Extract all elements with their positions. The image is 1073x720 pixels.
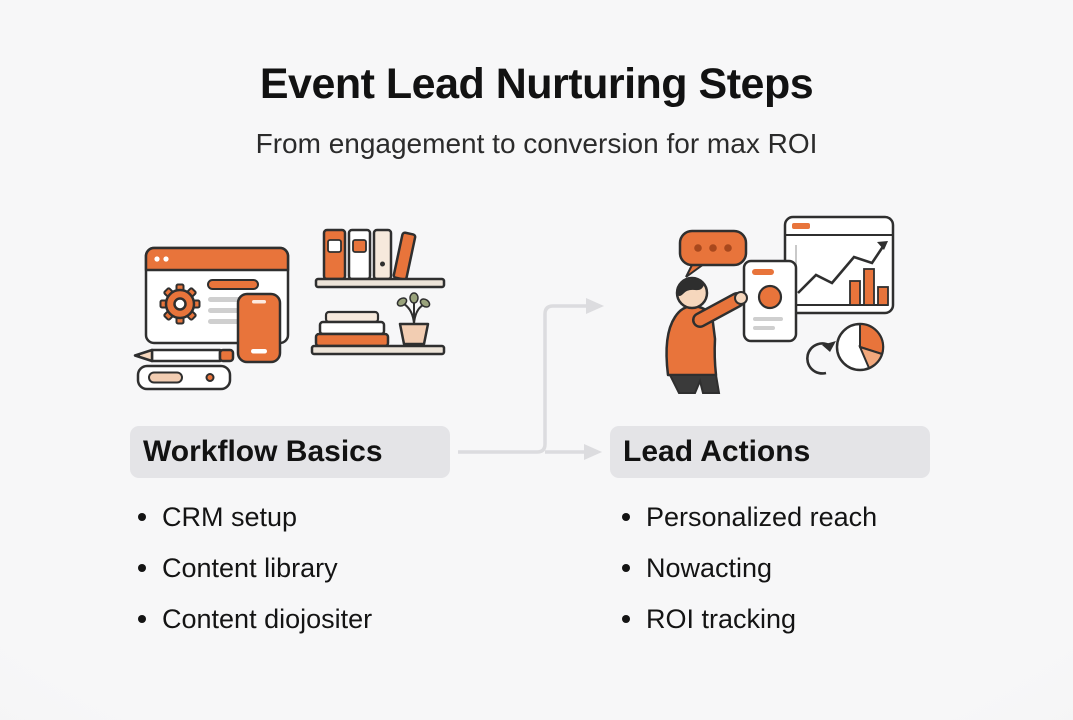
arrow-to-lead-actions: [545, 444, 602, 460]
plant-icon: [396, 292, 431, 346]
bullet-dot: [138, 564, 146, 572]
list-item: Content library: [138, 548, 372, 588]
bullet-dot: [622, 564, 630, 572]
person-figure: [665, 276, 748, 394]
page-title: Event Lead Nurturing Steps: [259, 60, 814, 108]
flow-arrow: [458, 298, 604, 460]
workflow-basics-list: CRM setup Content library Content diojos…: [138, 497, 372, 650]
bullet-dot: [622, 615, 630, 623]
pie-chart-icon: [835, 322, 885, 372]
list-item: Personalized reach: [622, 497, 877, 537]
badge-lead-actions: Lead Actions: [610, 426, 930, 478]
list-item: Nowacting: [622, 548, 877, 588]
smartphone-icon: [236, 292, 282, 364]
bullet-dot: [138, 615, 146, 623]
list-item-label: Content diojositer: [162, 603, 373, 634]
badge-workflow-basics: Workflow Basics: [130, 426, 450, 478]
list-item: CRM setup: [138, 497, 372, 537]
analytics-illustration: [665, 215, 895, 394]
chart-window-icon: [783, 215, 895, 315]
list-item: Content diojositer: [138, 599, 372, 639]
speech-bubble-icon: [678, 229, 748, 278]
list-item-label: Nowacting: [646, 552, 773, 583]
list-item-label: CRM setup: [162, 501, 298, 532]
list-item-label: Personalized reach: [646, 501, 878, 532]
badge-workflow-basics-label: Workflow Basics: [143, 435, 383, 468]
bullet-dot: [138, 513, 146, 521]
arrow-to-illustration: [458, 298, 604, 454]
badge-lead-actions-label: Lead Actions: [623, 435, 811, 468]
pencil-case-icon: [136, 364, 232, 391]
lead-actions-list: Personalized reach Nowacting ROI trackin…: [622, 497, 877, 650]
gear-icon: [159, 283, 201, 325]
list-item-label: Content library: [162, 552, 338, 583]
list-item: ROI tracking: [622, 599, 877, 639]
pencil-icon: [133, 348, 235, 363]
shelf-books-icon: [310, 228, 446, 356]
workspace-illustration: [133, 228, 446, 391]
refresh-arrow-icon: [806, 341, 836, 375]
bullet-dot: [622, 513, 630, 521]
page-subtitle: From engagement to conversion for max RO…: [255, 128, 818, 159]
list-item-label: ROI tracking: [646, 603, 797, 634]
profile-card-icon: [742, 259, 798, 343]
